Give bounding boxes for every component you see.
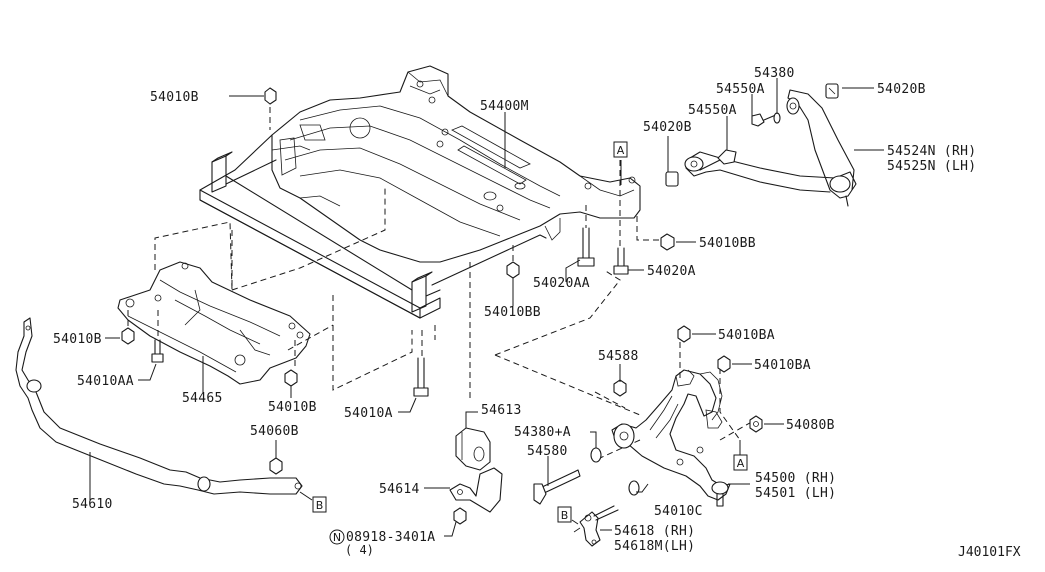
bolt-54010aa[interactable] [151, 339, 164, 363]
bolt-54550a-lower[interactable] [699, 149, 737, 171]
n-symbol: N [333, 531, 341, 544]
nut-54010ba-lower[interactable] [717, 355, 731, 373]
label-54010b-left[interactable]: 54010B [53, 332, 102, 347]
svg-text:B: B [561, 509, 569, 522]
label-54580[interactable]: 54580 [527, 444, 568, 459]
bolt-54010b-top[interactable] [264, 87, 277, 105]
lower-link[interactable] [611, 369, 731, 507]
label-54500-rh[interactable]: 54500 (RH) [755, 471, 836, 486]
figure-code: J40101FX [958, 545, 1021, 560]
bushing-54020b-right[interactable] [825, 83, 839, 99]
label-54618-rh[interactable]: 54618 (RH) [614, 524, 695, 539]
label-54524n-rh[interactable]: 54524N (RH) [887, 144, 976, 159]
label-54020aa[interactable]: 54020AA [533, 276, 590, 291]
label-54010bb-right[interactable]: 54010BB [699, 236, 756, 251]
label-54010a[interactable]: 54010A [344, 406, 393, 421]
suspension-member-54400m[interactable] [199, 65, 641, 319]
washer-54010c[interactable] [628, 480, 640, 496]
bolt-54580[interactable] [533, 469, 581, 505]
svg-text:B: B [316, 499, 324, 512]
reference-mark-a-top: A [613, 141, 628, 158]
label-54060b[interactable]: 54060B [250, 424, 299, 439]
label-54010ba-lower[interactable]: 54010BA [754, 358, 811, 373]
label-54588[interactable]: 54588 [598, 349, 639, 364]
label-54501-lh[interactable]: 54501 (LH) [755, 486, 836, 501]
label-54380[interactable]: 54380 [754, 66, 795, 81]
label-54080b[interactable]: 54080B [786, 418, 835, 433]
bolt-54010a[interactable] [413, 357, 429, 397]
nut-54010ba-upper[interactable] [677, 325, 691, 343]
label-54010b-lower[interactable]: 54010B [268, 400, 317, 415]
n-symbol-circle [329, 529, 345, 545]
washer-54380a[interactable] [590, 447, 602, 463]
bushing-54613[interactable] [455, 427, 491, 471]
label-54465[interactable]: 54465 [182, 391, 223, 406]
bushing-54020b-left[interactable] [665, 171, 679, 187]
bolt-54020aa[interactable] [577, 227, 595, 267]
reference-mark-b-left: B [312, 496, 327, 513]
label-54010ba-upper[interactable]: 54010BA [718, 328, 775, 343]
label-54610[interactable]: 54610 [72, 497, 113, 512]
label-54618m-lh[interactable]: 54618M(LH) [614, 539, 695, 554]
bolt-54020a[interactable] [613, 247, 629, 275]
nut-54060b[interactable] [269, 457, 283, 475]
label-54614[interactable]: 54614 [379, 482, 420, 497]
label-54550a-lower[interactable]: 54550A [688, 103, 737, 118]
label-08918-3401a[interactable]: 08918-3401A [346, 530, 435, 545]
label-54010c[interactable]: 54010C [654, 504, 703, 519]
label-54020b-right[interactable]: 54020B [877, 82, 926, 97]
label-54400m[interactable]: 54400M [480, 99, 529, 114]
label-54613[interactable]: 54613 [481, 403, 522, 418]
label-54020b-left[interactable]: 54020B [643, 120, 692, 135]
reference-mark-a-bottom: A [733, 454, 748, 471]
nut-54010b-lower[interactable] [284, 369, 298, 387]
clamp-54614[interactable] [449, 467, 503, 513]
label-54010bb-center[interactable]: 54010BB [484, 305, 541, 320]
washer-54380[interactable] [773, 112, 781, 124]
label-54525n-lh[interactable]: 54525N (LH) [887, 159, 976, 174]
label-54010b-top[interactable]: 54010B [150, 90, 199, 105]
svg-text:A: A [617, 144, 625, 157]
stabilizer-bar-54610[interactable] [15, 317, 303, 495]
label-08918-qty: ( 4) [345, 543, 374, 557]
label-54550a-upper[interactable]: 54550A [716, 82, 765, 97]
leader-lines [89, 78, 884, 537]
nut-08918-3401a[interactable] [453, 507, 467, 525]
svg-text:A: A [737, 457, 745, 470]
label-54380a[interactable]: 54380+A [514, 425, 571, 440]
upper-link[interactable] [684, 89, 857, 207]
nut-54010bb-right[interactable] [660, 233, 675, 251]
part-labels: 54010B 54400M 54380 54550A 54550A 54020B… [53, 66, 976, 557]
nut-54010b-left[interactable] [121, 327, 135, 345]
nut-54010bb-center[interactable] [506, 261, 520, 279]
label-54010aa[interactable]: 54010AA [77, 374, 134, 389]
label-54020a[interactable]: 54020A [647, 264, 696, 279]
nut-54588[interactable] [613, 379, 627, 397]
connecting-rod-54618[interactable] [573, 505, 619, 547]
nut-54080b[interactable] [749, 415, 763, 433]
plate-54465[interactable] [117, 261, 311, 385]
reference-mark-b-right: B [557, 506, 572, 523]
